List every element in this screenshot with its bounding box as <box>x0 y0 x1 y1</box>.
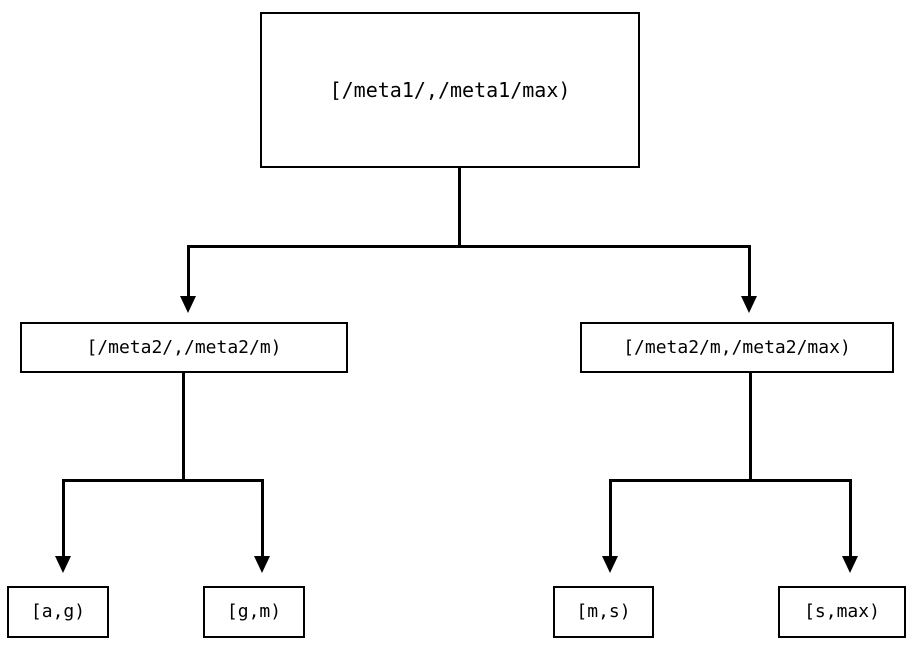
arrowhead-down-icon-leaf-gm <box>254 556 270 573</box>
tree-node-leaf-ag[interactable]: [a,g) <box>7 586 109 638</box>
node-label-leaf-ag: [a,g) <box>30 601 86 622</box>
tree-node-mid-left[interactable]: [/meta2/,/meta2/m) <box>20 322 348 373</box>
edge-mid-right-stem <box>749 373 752 481</box>
edge-mid-right-bus <box>609 479 852 482</box>
arrowhead-down-icon-leaf-ag <box>55 556 71 573</box>
edge-root-stem <box>458 167 461 247</box>
tree-node-root[interactable]: [/meta1/,/meta1/max) <box>260 12 640 168</box>
edge-mid-left-to-leaf-ag <box>62 479 65 557</box>
tree-node-mid-right[interactable]: [/meta2/m,/meta2/max) <box>580 322 894 373</box>
arrowhead-down-icon-mid-right <box>741 296 757 313</box>
node-label-mid-right: [/meta2/m,/meta2/max) <box>623 336 851 358</box>
edge-root-bus <box>187 245 751 248</box>
node-label-leaf-smax: [s,max) <box>804 601 880 622</box>
tree-node-leaf-ms[interactable]: [m,s) <box>553 586 654 638</box>
node-label-root: [/meta1/,/meta1/max) <box>329 78 571 102</box>
node-label-mid-left: [/meta2/,/meta2/m) <box>86 336 282 358</box>
edge-mid-right-to-leaf-smax <box>849 479 852 557</box>
node-label-leaf-gm: [g,m) <box>226 601 282 622</box>
node-label-leaf-ms: [m,s) <box>576 601 631 622</box>
edge-root-to-mid-right <box>748 245 751 297</box>
edge-mid-right-to-leaf-ms <box>609 479 612 557</box>
tree-node-leaf-smax[interactable]: [s,max) <box>778 586 906 638</box>
edge-root-to-mid-left <box>187 245 190 297</box>
edge-mid-left-bus <box>62 479 264 482</box>
tree-node-leaf-gm[interactable]: [g,m) <box>203 586 305 638</box>
arrowhead-down-icon-leaf-smax <box>842 556 858 573</box>
edge-mid-left-stem <box>182 373 185 481</box>
arrowhead-down-icon-leaf-ms <box>602 556 618 573</box>
edge-mid-left-to-leaf-gm <box>261 479 264 557</box>
arrowhead-down-icon-mid-left <box>180 296 196 313</box>
